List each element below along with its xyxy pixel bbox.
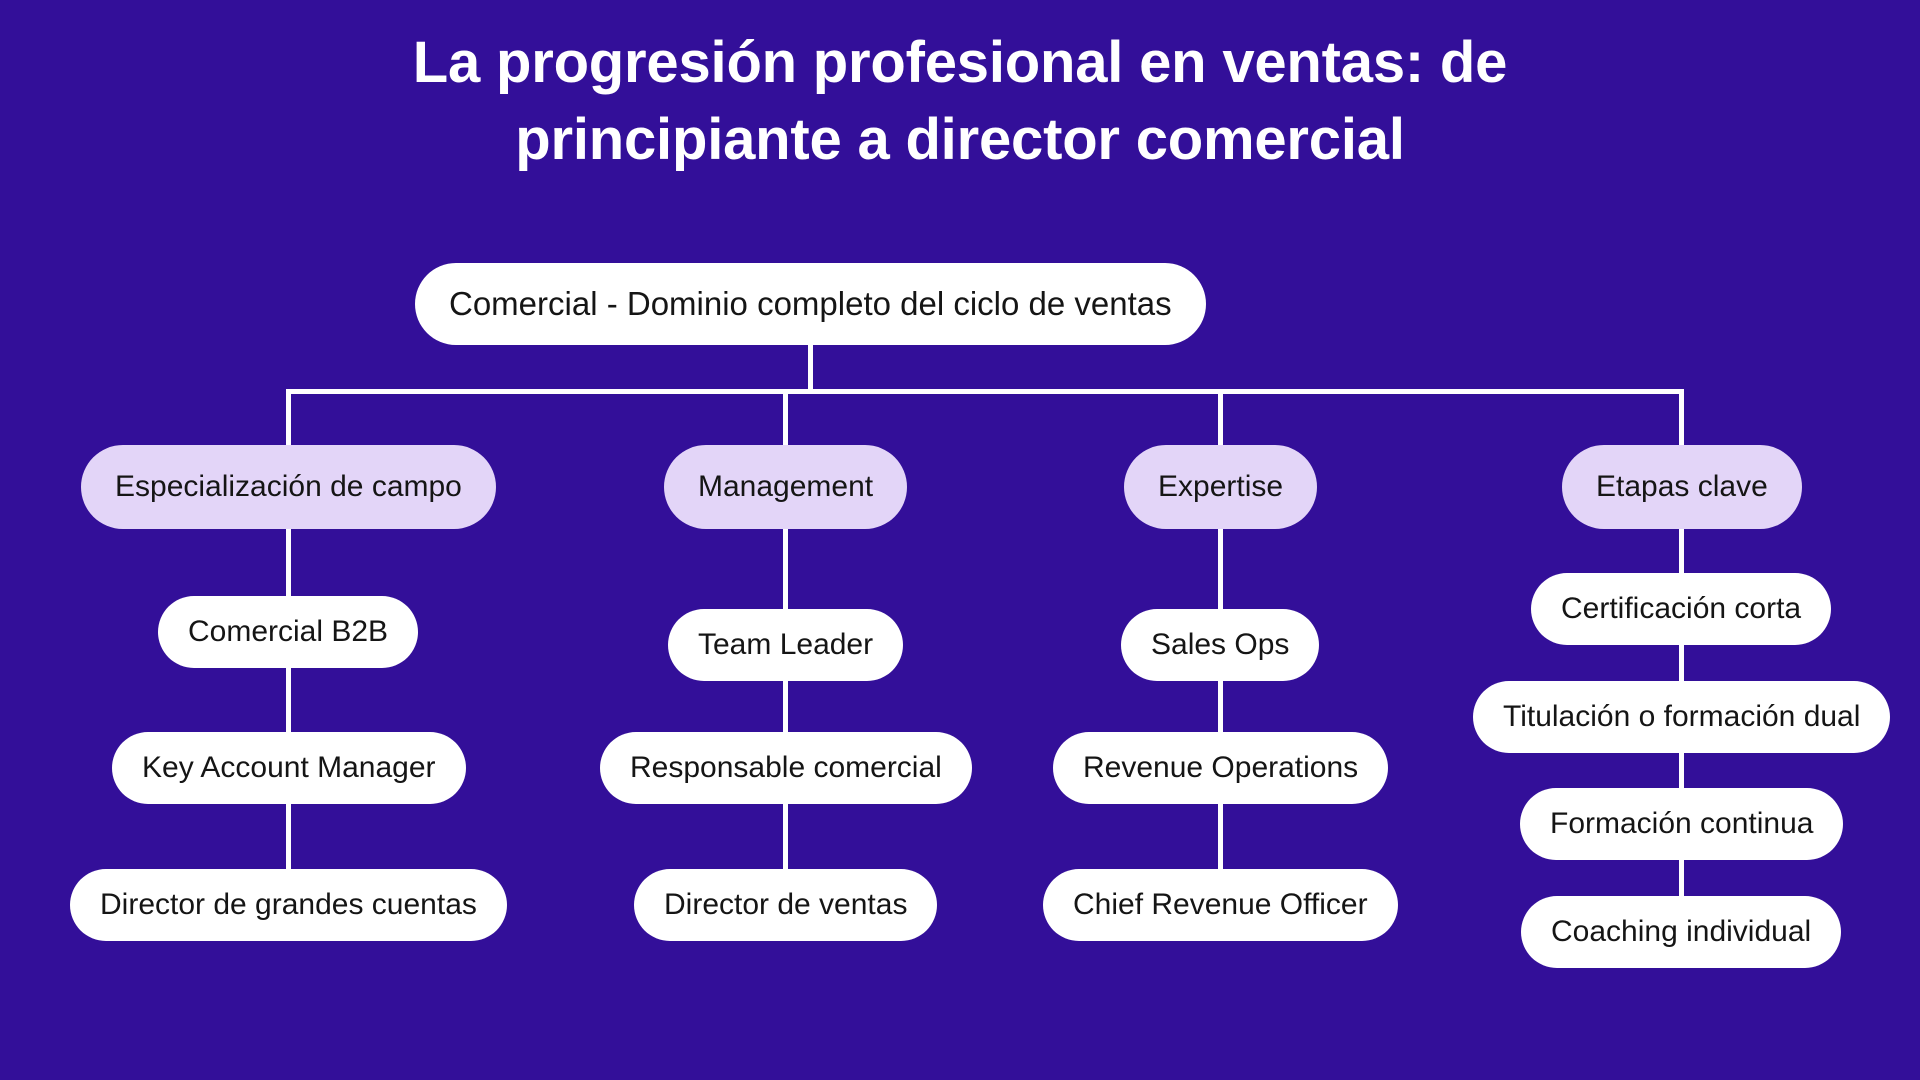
connector-drop-branch-2 [783, 389, 788, 451]
node-branch-1-leaf-1-label: Comercial B2B [188, 615, 389, 648]
node-branch-2[interactable]: Management [664, 445, 908, 529]
connector-spine-branch-1 [286, 455, 291, 910]
node-branch-3[interactable]: Expertise [1124, 445, 1318, 529]
node-root[interactable]: Comercial - Dominio completo del ciclo d… [415, 263, 1206, 345]
node-branch-4-leaf-3[interactable]: Formación continua [1520, 788, 1844, 860]
node-branch-2-leaf-3[interactable]: Director de ventas [634, 869, 938, 941]
node-branch-3-leaf-2[interactable]: Revenue Operations [1053, 732, 1389, 804]
connector-drop-branch-1 [286, 389, 291, 451]
node-branch-4-leaf-3-label: Formación continua [1550, 807, 1814, 840]
connector-spine-branch-2 [783, 455, 788, 910]
node-branch-4-leaf-2[interactable]: Titulación o formación dual [1473, 681, 1891, 753]
connector-bus [286, 389, 1684, 394]
node-branch-4-leaf-4[interactable]: Coaching individual [1521, 896, 1842, 968]
node-branch-2-leaf-3-label: Director de ventas [664, 888, 908, 921]
node-branch-3-leaf-3[interactable]: Chief Revenue Officer [1043, 869, 1398, 941]
page-title-line-2: principiante a director comercial [515, 107, 1405, 173]
node-branch-2-leaf-1-label: Team Leader [698, 628, 874, 661]
node-branch-1-leaf-2-label: Key Account Manager [142, 751, 436, 784]
connector-root-stem [808, 343, 813, 393]
connector-spine-branch-3 [1218, 455, 1223, 910]
node-branch-2-leaf-1[interactable]: Team Leader [668, 609, 904, 681]
node-branch-1-leaf-3-label: Director de grandes cuentas [100, 888, 477, 921]
node-branch-3-leaf-1[interactable]: Sales Ops [1121, 609, 1320, 681]
node-branch-2-label: Management [698, 470, 874, 503]
node-branch-1-label: Especialización de campo [115, 470, 462, 503]
node-branch-2-leaf-2-label: Responsable comercial [630, 751, 942, 784]
page-title-line-1: La progresión profesional en ventas: de [412, 30, 1508, 95]
node-branch-1[interactable]: Especialización de campo [81, 445, 496, 529]
node-branch-4-leaf-4-label: Coaching individual [1551, 915, 1812, 948]
page-title: La progresión profesional en ventas: de … [0, 24, 1920, 178]
node-branch-1-leaf-1[interactable]: Comercial B2B [158, 596, 419, 668]
node-branch-4-leaf-2-label: Titulación o formación dual [1503, 700, 1861, 733]
node-branch-4-leaf-1-label: Certificación corta [1561, 592, 1802, 625]
node-branch-1-leaf-3[interactable]: Director de grandes cuentas [70, 869, 507, 941]
connector-drop-branch-4 [1679, 389, 1684, 451]
node-branch-3-leaf-3-label: Chief Revenue Officer [1073, 888, 1368, 921]
node-branch-3-leaf-2-label: Revenue Operations [1083, 751, 1359, 784]
node-branch-4[interactable]: Etapas clave [1562, 445, 1802, 529]
connector-drop-branch-3 [1218, 389, 1223, 451]
node-branch-4-label: Etapas clave [1596, 470, 1768, 503]
node-branch-1-leaf-2[interactable]: Key Account Manager [112, 732, 466, 804]
node-root-label: Comercial - Dominio completo del ciclo d… [449, 285, 1172, 322]
node-branch-2-leaf-2[interactable]: Responsable comercial [600, 732, 972, 804]
node-branch-3-leaf-1-label: Sales Ops [1151, 628, 1290, 661]
node-branch-3-label: Expertise [1158, 470, 1284, 503]
node-branch-4-leaf-1[interactable]: Certificación corta [1531, 573, 1832, 645]
